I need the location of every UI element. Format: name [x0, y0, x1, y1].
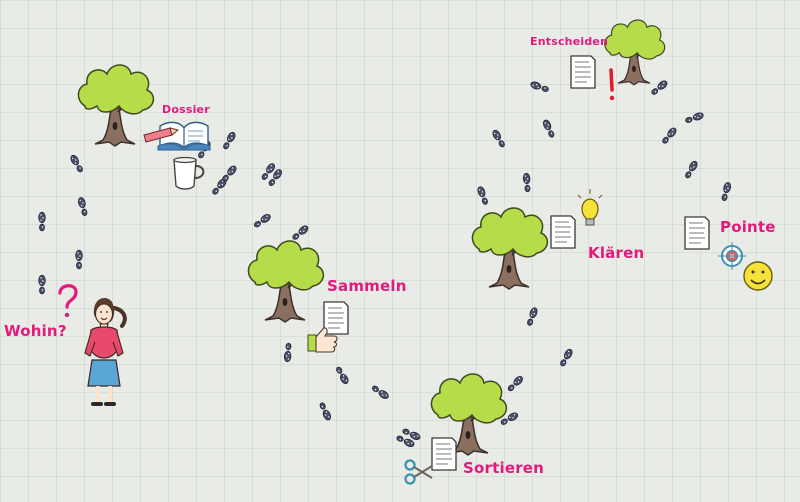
- exclamation-mark-icon: [609, 68, 615, 101]
- lightbulb-icon: [577, 189, 603, 226]
- label-sammeln: Sammeln: [327, 277, 407, 295]
- footprint-icon: [221, 130, 238, 151]
- label-pointe: Pointe: [720, 218, 776, 236]
- question-mark-icon: [58, 284, 78, 318]
- label-wohin: Wohin?: [4, 322, 67, 340]
- document-icon: [431, 437, 457, 471]
- footprint-icon: [401, 426, 422, 442]
- pencil-icon: [143, 127, 180, 143]
- footprint-icon: [68, 153, 85, 174]
- footprint-icon: [370, 383, 391, 401]
- footprint-icon: [317, 401, 333, 422]
- footprint-icon: [75, 249, 83, 270]
- footprint-icon: [220, 163, 239, 184]
- footprint-icon: [38, 211, 46, 232]
- label-entscheiden: Entscheiden: [530, 35, 609, 48]
- tree-icon: [77, 64, 155, 147]
- thumbs-up-icon: [307, 327, 338, 353]
- footprint-icon: [490, 128, 507, 149]
- label-klaeren: Klären: [588, 244, 645, 262]
- footprint-icon: [683, 159, 700, 180]
- footprint-icon: [541, 118, 557, 139]
- target-icon: [718, 242, 746, 270]
- footprint-icon: [720, 181, 733, 202]
- footprint-icon: [505, 374, 525, 394]
- footprint-icon: [76, 196, 89, 217]
- tree-icon: [247, 240, 325, 323]
- scissors-icon: [404, 459, 433, 485]
- footprint-icon: [649, 78, 670, 97]
- label-sortieren: Sortieren: [463, 459, 545, 477]
- document-icon: [684, 216, 710, 250]
- footprint-icon: [660, 125, 679, 146]
- document-icon: [550, 215, 576, 249]
- footprint-icon: [476, 185, 490, 206]
- footprint-icon: [684, 111, 705, 125]
- tree-icon: [603, 19, 666, 86]
- document-icon: [323, 301, 349, 335]
- footprint-icon: [529, 80, 550, 94]
- label-dossier: Dossier: [162, 103, 210, 116]
- document-icon: [570, 55, 596, 89]
- footprint-icon: [522, 172, 532, 193]
- footprint-icon: [290, 223, 311, 242]
- tree-icon: [471, 207, 549, 290]
- footprint-icon: [525, 306, 539, 327]
- footprint-icon: [334, 365, 351, 386]
- coffee-mug-icon: [173, 156, 205, 190]
- person-icon: [84, 298, 127, 406]
- footprint-icon: [283, 342, 293, 363]
- footprint-icon: [38, 274, 46, 295]
- footprint-icon: [558, 347, 575, 368]
- smiley-icon: [743, 261, 773, 291]
- footprint-trail: [38, 78, 733, 449]
- footprint-icon: [252, 212, 273, 230]
